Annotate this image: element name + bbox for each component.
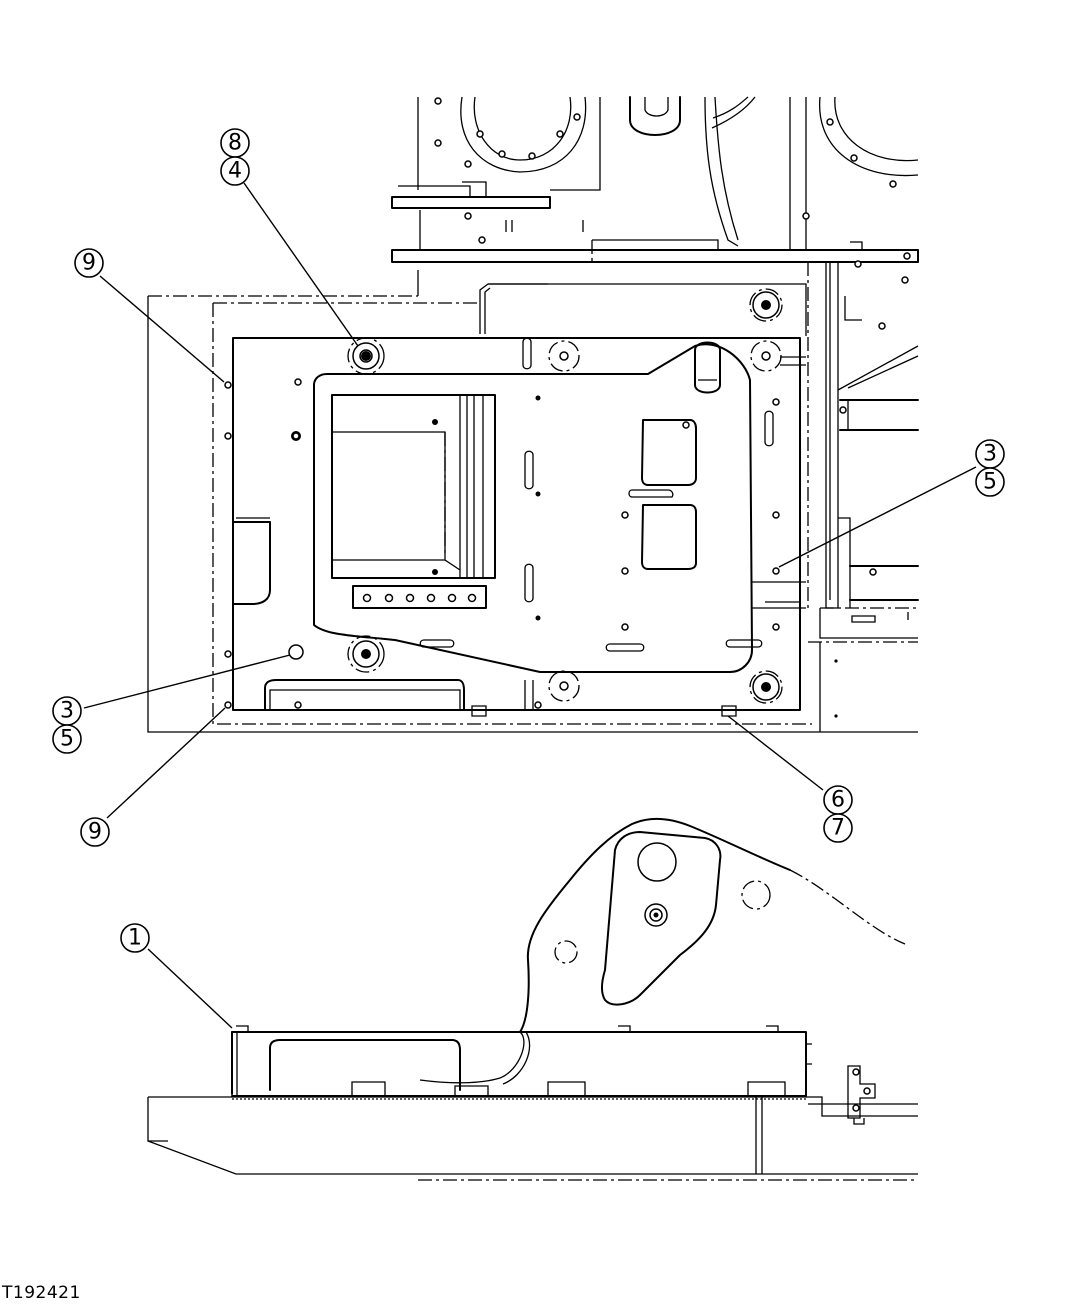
- callout-3-right: 3: [975, 439, 1005, 469]
- callout-6: 6: [823, 785, 853, 815]
- callout-1: 1: [120, 923, 150, 953]
- callout-5-right: 5: [975, 467, 1005, 497]
- svg-text:6: 6: [831, 788, 845, 813]
- svg-text:7: 7: [831, 816, 845, 841]
- callout-9-lower-left: 9: [80, 817, 110, 847]
- svg-text:5: 5: [983, 470, 997, 495]
- callout-7: 7: [823, 813, 853, 843]
- callout-9-upper-left: 9: [74, 248, 104, 278]
- svg-text:9: 9: [88, 820, 102, 845]
- svg-text:3: 3: [60, 699, 74, 724]
- callout-4-top: 4: [220, 156, 250, 186]
- callout-3-left: 3: [52, 696, 82, 726]
- side-view-assembly: [147, 818, 918, 1181]
- svg-text:8: 8: [228, 131, 242, 156]
- svg-text:3: 3: [983, 442, 997, 467]
- figure-id-label: T192421: [2, 1283, 81, 1303]
- outer-frame-outline: [147, 261, 918, 733]
- svg-text:1: 1: [128, 926, 142, 951]
- callout-5-left: 5: [52, 724, 82, 754]
- callout-8-top: 8: [220, 128, 250, 158]
- mounting-plate-top-view: [224, 288, 806, 717]
- upper-frame-structure: [391, 96, 919, 330]
- svg-text:4: 4: [228, 159, 242, 184]
- right-side-structure: [807, 262, 919, 732]
- svg-text:9: 9: [82, 251, 96, 276]
- callout-leaders: [83, 182, 977, 1029]
- svg-text:5: 5: [60, 727, 74, 752]
